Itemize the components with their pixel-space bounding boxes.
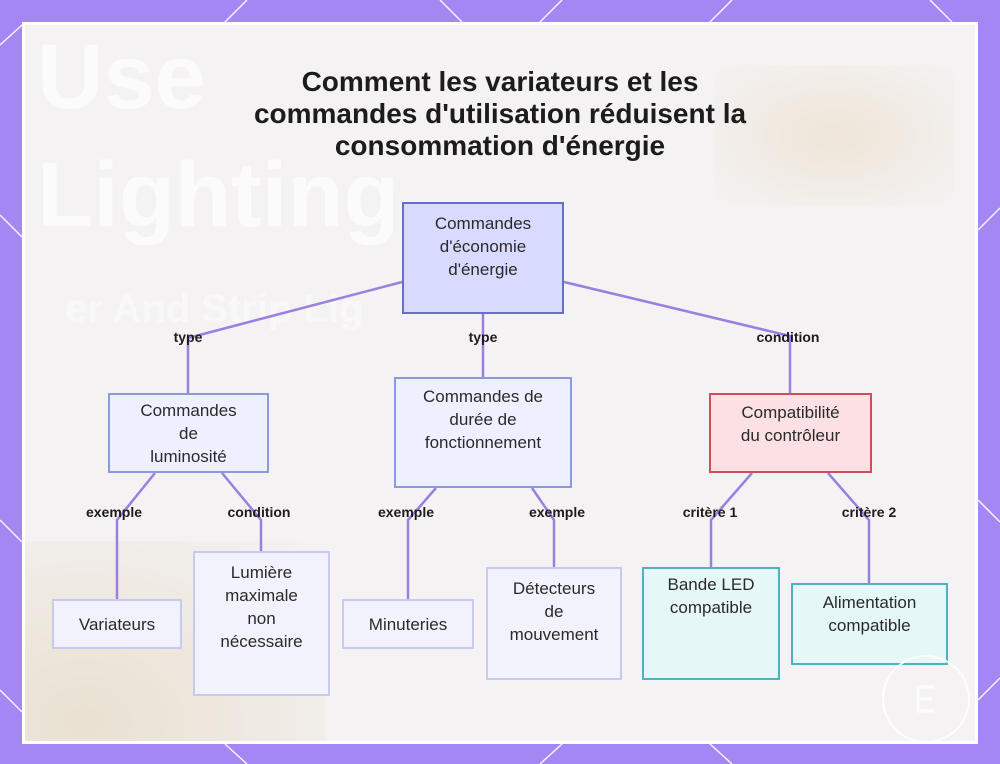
brand-logo-icon — [882, 655, 970, 743]
edge-label-exemple: exemple — [529, 504, 585, 520]
edge-label-condition: condition — [757, 329, 820, 345]
node-commandes-economie-energie: Commandes d'économie d'énergie — [402, 202, 564, 314]
title-line: consommation d'énergie — [200, 130, 800, 162]
node-variateurs: Variateurs — [52, 599, 182, 649]
edge-label-type: type — [174, 329, 203, 345]
edge-label-exemple: exemple — [86, 504, 142, 520]
node-detecteurs-mouvement: Détecteurs de mouvement — [486, 567, 622, 680]
connector-compat-bande — [711, 473, 752, 567]
node-label: de — [510, 600, 599, 623]
node-label: Détecteurs — [510, 577, 599, 600]
node-label: maximale — [220, 584, 302, 607]
node-lumiere-maximale: Lumière maximale non nécessaire — [193, 551, 330, 696]
node-label: Bande LED — [668, 573, 755, 596]
node-label: Compatibilité — [741, 401, 840, 424]
node-label: Variateurs — [79, 613, 155, 636]
node-label: non — [220, 607, 302, 630]
node-label: Lumière — [220, 561, 302, 584]
node-label: Commandes — [435, 212, 531, 235]
edge-label-condition: condition — [228, 504, 291, 520]
title-line: Comment les variateurs et les — [200, 66, 800, 98]
node-label: compatible — [668, 596, 755, 619]
node-commandes-duree: Commandes de durée de fonctionnement — [394, 377, 572, 488]
node-label: Commandes de — [423, 385, 543, 408]
node-label: mouvement — [510, 623, 599, 646]
node-label: d'économie — [435, 235, 531, 258]
node-label: Minuteries — [369, 613, 447, 636]
edge-label-type: type — [469, 329, 498, 345]
node-label: Alimentation — [823, 591, 917, 614]
node-commandes-luminosite: Commandes de luminosité — [108, 393, 269, 473]
title-line: commandes d'utilisation réduisent la — [200, 98, 800, 130]
connector-root-luminosite — [188, 282, 402, 393]
node-label: durée de — [423, 408, 543, 431]
node-label: nécessaire — [220, 630, 302, 653]
node-label: luminosité — [140, 445, 236, 468]
edge-label-critere: critère 2 — [842, 504, 896, 520]
edge-label-critere: critère 1 — [683, 504, 737, 520]
connector-luminosite-variateurs — [117, 473, 155, 599]
connector-compat-alim — [828, 473, 869, 583]
node-alimentation: Alimentation compatible — [791, 583, 948, 665]
node-label: fonctionnement — [423, 431, 543, 454]
diagram-title: Comment les variateurs et les commandes … — [200, 66, 800, 162]
node-label: Commandes — [140, 399, 236, 422]
node-label: du contrôleur — [741, 424, 840, 447]
edge-label-exemple: exemple — [378, 504, 434, 520]
node-minuteries: Minuteries — [342, 599, 474, 649]
node-label: compatible — [823, 614, 917, 637]
node-compatibilite-controleur: Compatibilité du contrôleur — [709, 393, 872, 473]
connector-duree-detecteurs — [532, 488, 554, 567]
node-label: d'énergie — [435, 258, 531, 281]
node-label: de — [140, 422, 236, 445]
node-bande-led: Bande LED compatible — [642, 567, 780, 680]
